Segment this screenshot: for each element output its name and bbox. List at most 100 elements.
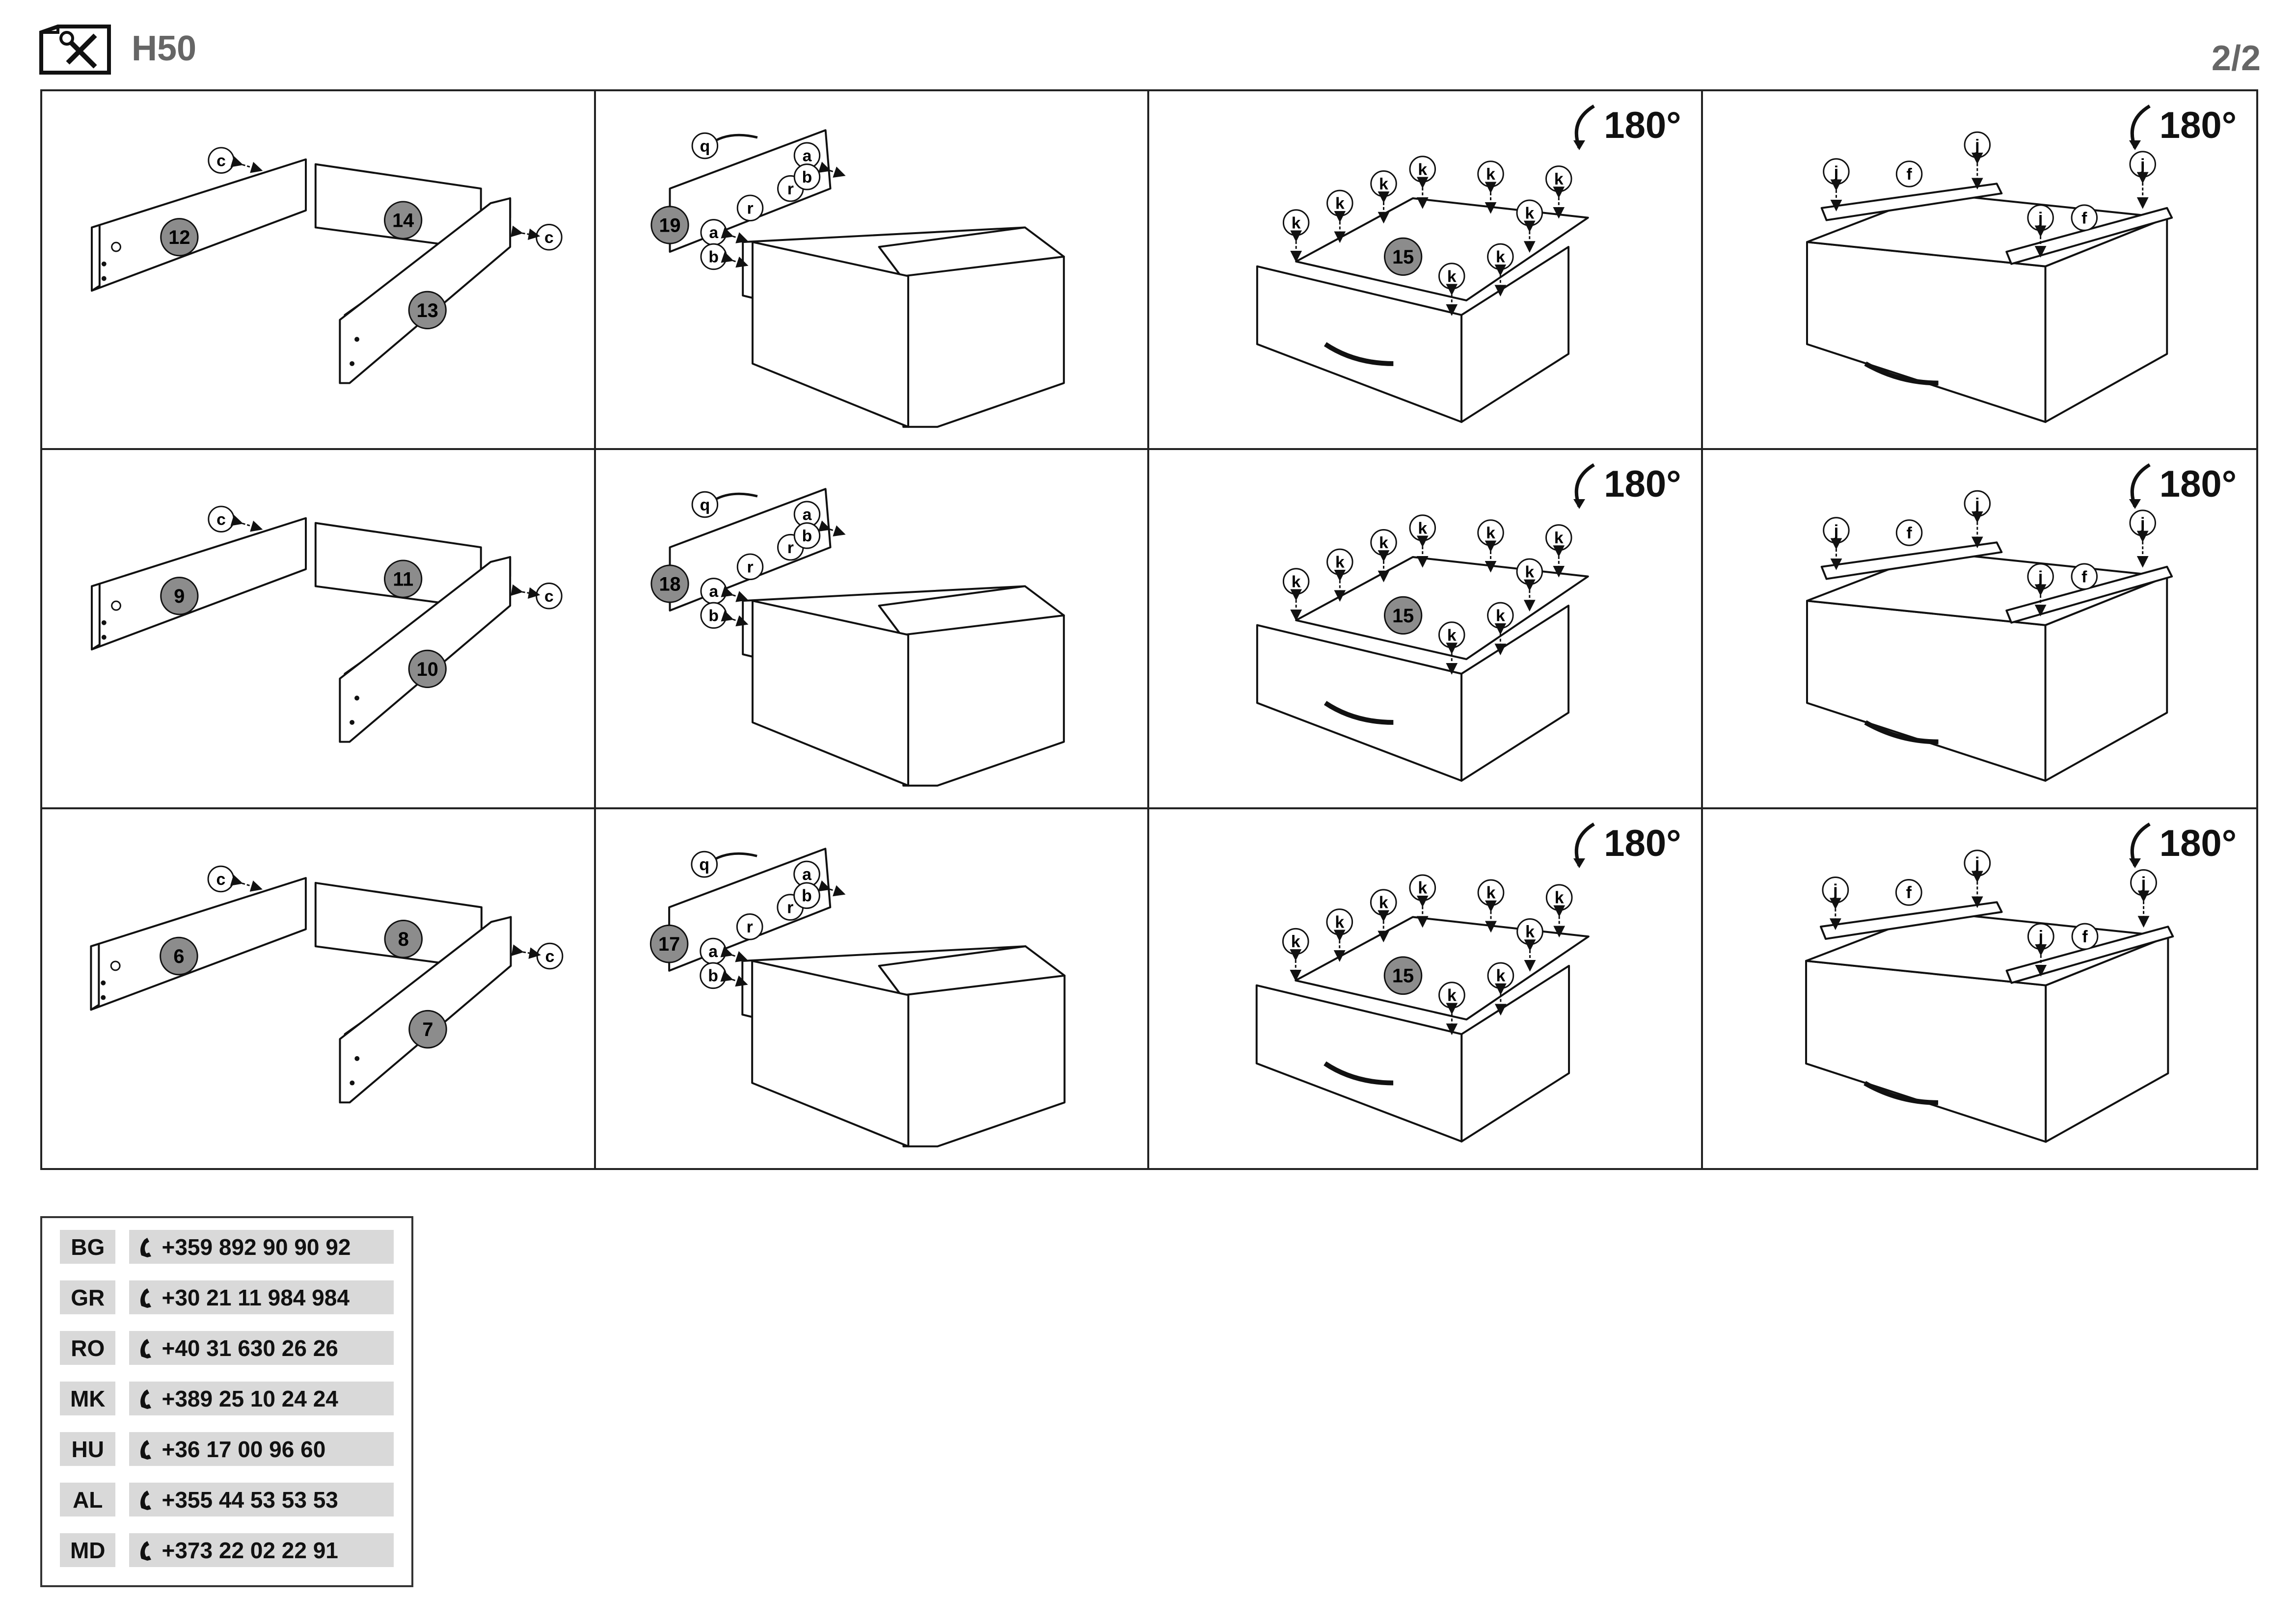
svg-text:j: j [1833, 881, 1837, 900]
svg-text:r: r [747, 200, 753, 218]
svg-text:b: b [708, 248, 719, 266]
phone-number-cell: +373 22 02 22 91 [129, 1533, 394, 1567]
svg-text:k: k [1486, 883, 1496, 902]
svg-text:k: k [1335, 913, 1344, 931]
svg-text:c: c [544, 229, 554, 247]
part-label: b [700, 602, 727, 629]
svg-text:k: k [1486, 165, 1495, 184]
svg-text:b: b [802, 168, 812, 186]
country-code: BG [60, 1230, 116, 1264]
svg-text:15: 15 [1392, 605, 1414, 627]
part-label: j [1821, 876, 1849, 904]
part-label: j [1822, 158, 1850, 185]
step-cell-r3-c1: 6 8 7 c c [42, 809, 596, 1168]
step-cell-r2-c1: 9 11 10 c c [42, 450, 596, 809]
svg-text:b: b [708, 607, 719, 625]
phone-number: +36 17 00 96 60 [162, 1436, 326, 1462]
svg-text:r: r [787, 898, 793, 917]
phone-number-cell: +30 21 11 984 984 [129, 1280, 394, 1314]
svg-text:r: r [787, 180, 793, 198]
country-code: RO [60, 1331, 116, 1365]
svg-text:a: a [802, 865, 812, 884]
country-code: AL [60, 1483, 116, 1517]
part-label: f [1895, 878, 1922, 906]
svg-text:14: 14 [392, 210, 414, 231]
part-label: k [1438, 263, 1465, 290]
part-label: 15 [1383, 956, 1423, 995]
svg-text:k: k [1525, 923, 1535, 941]
phone-number: +30 21 11 984 984 [162, 1284, 350, 1310]
svg-text:c: c [216, 870, 225, 888]
svg-text:k: k [1554, 170, 1564, 188]
step-cell-r3-c2: 17 q r r a b a b [596, 809, 1149, 1168]
svg-text:11: 11 [393, 569, 413, 590]
part-label: q [691, 132, 718, 160]
svg-text:f: f [1906, 525, 1912, 543]
svg-text:15: 15 [1392, 246, 1414, 268]
part-label: j [2026, 563, 2054, 590]
part-label: k [1370, 888, 1397, 916]
svg-text:a: a [709, 224, 718, 242]
svg-text:f: f [2082, 928, 2088, 946]
part-label: 12 [160, 218, 199, 257]
part-label: k [1409, 156, 1436, 183]
part-label: c [208, 506, 235, 533]
rotate-180-label: 180° [2120, 460, 2237, 514]
svg-text:b: b [708, 966, 718, 985]
part-label: r [736, 194, 763, 222]
svg-text:k: k [1447, 267, 1457, 286]
part-label: j [1964, 490, 1991, 517]
phone-icon [132, 1483, 162, 1517]
svg-text:c: c [216, 152, 226, 170]
part-label: 15 [1384, 596, 1423, 635]
contact-row: HU +36 17 00 96 60 [60, 1432, 394, 1466]
part-label: a [793, 501, 820, 528]
svg-text:a: a [802, 147, 811, 165]
part-label: b [699, 962, 727, 989]
svg-text:k: k [1418, 520, 1427, 538]
rotate-180-label: 180° [2120, 819, 2237, 873]
svg-text:q: q [700, 137, 710, 156]
part-label: 19 [650, 206, 689, 244]
part-label: j [1822, 517, 1850, 544]
part-label: b [793, 163, 820, 190]
svg-text:j: j [2140, 874, 2145, 892]
step-cell-r2-c3: 15 k k k k k k k k k 180° [1149, 450, 1703, 809]
svg-text:k: k [1379, 175, 1388, 193]
part-label: k [1326, 189, 1353, 217]
contact-row: AL +355 44 53 53 53 [60, 1483, 394, 1517]
rotation-text: 180° [2159, 463, 2237, 506]
svg-text:12: 12 [168, 227, 190, 248]
part-label: k [1477, 160, 1504, 187]
part-label: 15 [1384, 237, 1423, 276]
rotation-text: 180° [2159, 822, 2237, 864]
tools-icon [38, 24, 112, 76]
part-label: a [793, 860, 820, 888]
part-label: b [793, 882, 820, 909]
part-label: b [700, 243, 727, 270]
part-label: j [2026, 204, 2054, 231]
model-code: H50 [132, 29, 197, 68]
svg-text:k: k [1418, 160, 1427, 179]
part-label: k [1516, 918, 1543, 945]
contact-row: MD +373 22 02 22 91 [60, 1533, 394, 1567]
part-label: r [777, 175, 804, 202]
svg-text:j: j [1833, 522, 1838, 540]
part-label: k [1370, 529, 1397, 556]
svg-text:r: r [747, 559, 753, 577]
svg-text:k: k [1447, 986, 1457, 1005]
svg-text:k: k [1496, 607, 1505, 625]
svg-text:f: f [2081, 209, 2087, 227]
part-label: 9 [160, 577, 199, 615]
part-label: a [699, 937, 727, 965]
svg-text:f: f [2081, 568, 2087, 586]
phone-icon [132, 1230, 162, 1264]
part-label: f [2071, 563, 2098, 590]
step-cell-r1-c4: j f j j f j 180° [1702, 91, 2256, 451]
svg-text:k: k [1335, 195, 1345, 213]
part-label: 13 [408, 291, 447, 330]
svg-text:f: f [1906, 883, 1912, 902]
svg-text:k: k [1447, 627, 1457, 645]
svg-text:k: k [1554, 529, 1564, 547]
svg-text:k: k [1496, 248, 1505, 266]
